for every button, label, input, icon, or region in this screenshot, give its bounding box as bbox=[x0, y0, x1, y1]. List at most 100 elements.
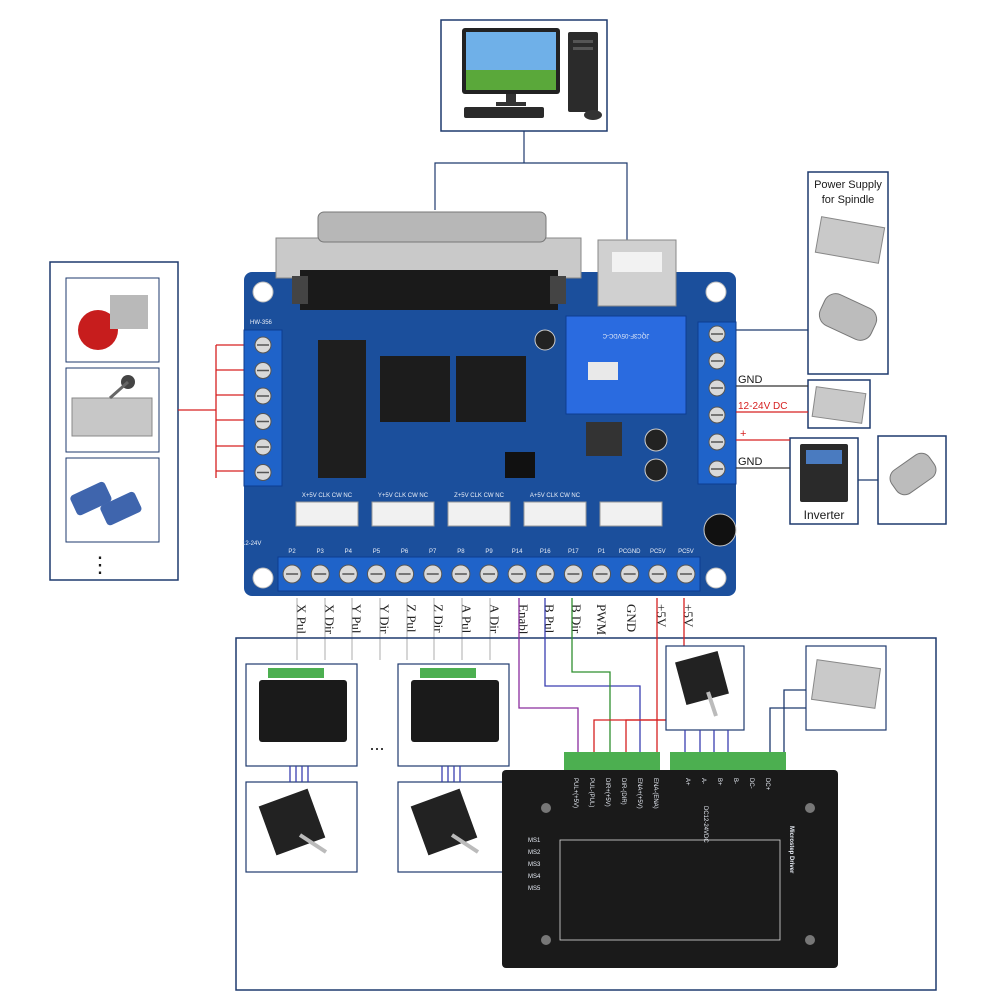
dc-supply-box bbox=[807, 379, 871, 429]
axis-header-label: X+5V CLK CW NC bbox=[302, 493, 353, 499]
microstep-driver-body bbox=[502, 770, 838, 968]
breakout-board: JQC3F-05VDC-C HW-356 12-24V X+5V CLK CW … bbox=[242, 211, 737, 596]
driver-motor-box bbox=[665, 645, 745, 731]
output-label: Z Pul bbox=[404, 604, 419, 633]
microstep-driver: ENA-(ENA)ENA+(+5V)DIR-(DIR)DIR+(+5V)PUL-… bbox=[502, 752, 838, 968]
bottom-pin-label: P3 bbox=[317, 549, 325, 555]
output-label: Enabl bbox=[516, 604, 531, 635]
bottom-pin-label: P8 bbox=[457, 549, 465, 555]
axis-header-connector bbox=[599, 501, 663, 527]
driver-right-terminal-label: A- bbox=[700, 778, 706, 784]
spindle-supply-frame bbox=[807, 171, 889, 375]
driver-right-terminal-label: B+ bbox=[716, 778, 722, 786]
output-label: X Pul bbox=[294, 604, 309, 634]
driver-power-terminal bbox=[670, 752, 786, 770]
usb-connector bbox=[597, 239, 677, 307]
driver-ms-label: MS4 bbox=[528, 874, 541, 880]
axis-header-connector bbox=[295, 501, 359, 527]
axis-header-label: A+5V CLK CW NC bbox=[530, 493, 581, 499]
emergency-stop-icon bbox=[78, 310, 118, 350]
bottom-pin-label: P6 bbox=[401, 549, 409, 555]
spindle-motor-icon bbox=[818, 293, 878, 341]
bottom-pin-label: P17 bbox=[568, 549, 579, 555]
bottom-pin-label: P14 bbox=[512, 549, 523, 555]
stepper-set-2 bbox=[397, 663, 510, 873]
bottom-pin-label: P16 bbox=[540, 549, 551, 555]
pc-connection-line bbox=[434, 131, 628, 240]
limit-switch-icon bbox=[71, 397, 153, 437]
pc-tower-icon bbox=[568, 32, 598, 112]
bottom-pin-label: PC5V bbox=[678, 549, 694, 555]
bottom-pin-label: P5 bbox=[373, 549, 381, 555]
spindle-supply-box: Power Supply for Spindle bbox=[807, 171, 889, 375]
input-devices-box: ⋮ bbox=[49, 261, 179, 581]
board-power-label: 12-24V bbox=[242, 541, 261, 547]
dc-input-label: 12-24V DC bbox=[738, 401, 787, 412]
inverter-box: Inverter bbox=[789, 437, 859, 525]
more-drivers-ellipsis: ... bbox=[369, 734, 384, 754]
output-label: Y Pul bbox=[349, 604, 364, 634]
driver-left-terminal-label: PUL-(PUL) bbox=[588, 778, 594, 807]
bottom-pin-label: P7 bbox=[429, 549, 437, 555]
board-model-label: HW-356 bbox=[250, 320, 273, 326]
driver-left-terminal-label: ENA+(+5V) bbox=[636, 778, 642, 809]
optocoupler-array bbox=[318, 340, 366, 478]
proximity-sensor-icon bbox=[70, 481, 112, 516]
computer-group bbox=[440, 19, 608, 132]
output-label: PWM bbox=[594, 604, 609, 636]
driver-ms-label: MS3 bbox=[528, 862, 541, 868]
ic-chip-1 bbox=[380, 356, 450, 422]
driver-stepper-motor-icon bbox=[675, 651, 729, 705]
relay-module bbox=[565, 315, 687, 415]
driver-output-wires bbox=[684, 689, 806, 752]
plus-label: + bbox=[740, 428, 746, 440]
bottom-pin-label: P9 bbox=[485, 549, 493, 555]
output-label: A Dir bbox=[487, 604, 502, 634]
axis-header-label: Y+5V CLK CW NC bbox=[378, 493, 429, 499]
axis-header-connector bbox=[523, 501, 587, 527]
driver-power-supply-icon bbox=[810, 659, 882, 709]
gnd-top-label: GND bbox=[738, 374, 763, 386]
stepper-set-1 bbox=[245, 663, 358, 873]
axis-header-label: Z+5V CLK CW NC bbox=[454, 493, 505, 499]
driver-supply-label: DC12-24VDC bbox=[702, 806, 708, 843]
dc-power-supply-icon bbox=[811, 386, 867, 424]
bottom-pin-label: P1 bbox=[598, 549, 606, 555]
driver-left-terminal-label: DIR-(DIR) bbox=[620, 778, 626, 805]
driver-supply-box bbox=[805, 645, 887, 731]
bottom-pin-label: P2 bbox=[288, 549, 296, 555]
output-label: Z Dir bbox=[431, 604, 446, 633]
driver-ms-label: MS5 bbox=[528, 886, 541, 892]
gnd-bottom-label: GND bbox=[738, 456, 763, 468]
bottom-pin-label: PC5V bbox=[650, 549, 666, 555]
mouse-icon bbox=[584, 110, 602, 120]
driver-left-terminal-label: PUL+(+5V) bbox=[572, 778, 578, 808]
driver-right-terminal-label: A+ bbox=[684, 778, 690, 786]
driver-left-terminal-label: ENA-(ENA) bbox=[652, 778, 658, 809]
inverter-spindle-icon bbox=[889, 452, 937, 496]
driver-signal-terminal bbox=[564, 752, 660, 770]
driver-ms-label: MS2 bbox=[528, 850, 541, 856]
bottom-pin-label: PCGND bbox=[619, 549, 641, 555]
bottom-pin-label: P4 bbox=[345, 549, 353, 555]
axis-header-connector bbox=[371, 501, 435, 527]
output-label: B Pul bbox=[542, 604, 557, 634]
output-label: X Dir bbox=[322, 604, 337, 635]
inverter-label: Inverter bbox=[804, 508, 845, 522]
driver-2-icon bbox=[411, 680, 499, 742]
lower-frame bbox=[235, 637, 937, 991]
more-inputs-ellipsis: ⋮ bbox=[89, 552, 111, 577]
driver-right-terminal-label: B- bbox=[732, 778, 738, 784]
output-label: Y Dir bbox=[377, 604, 392, 634]
output-label: +5V bbox=[654, 604, 669, 628]
driver-1-icon bbox=[259, 680, 347, 742]
output-label: GND bbox=[624, 604, 639, 632]
supply-title-line2: for Spindle bbox=[822, 194, 875, 206]
driver-title: Microstep Driver bbox=[788, 826, 794, 874]
relay-label: JQC3F-05VDC-C bbox=[602, 332, 649, 338]
signal-wires bbox=[518, 598, 685, 752]
left-terminal-block bbox=[243, 329, 283, 487]
output-label: B Dir bbox=[569, 604, 584, 634]
